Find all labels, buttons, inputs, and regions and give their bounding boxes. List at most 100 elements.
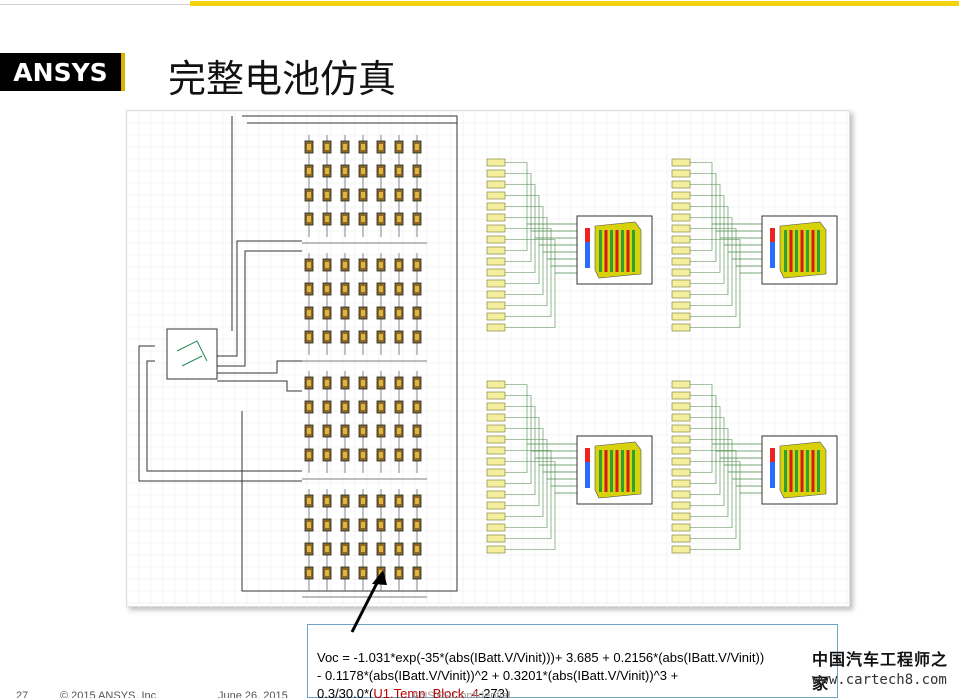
battery-cell-body xyxy=(361,216,365,222)
watermark-url: www.cartech8.com xyxy=(812,672,947,688)
battery-cell-body xyxy=(397,168,401,174)
thermal-link xyxy=(690,450,762,484)
thermal-stripe xyxy=(621,230,624,272)
battery-cell-body xyxy=(379,404,383,410)
connector-box xyxy=(486,534,506,543)
connector-box xyxy=(486,446,506,455)
battery-cell-body xyxy=(379,498,383,504)
thermal-link xyxy=(505,450,577,487)
battery-cell-body xyxy=(325,192,329,198)
battery-cell-body xyxy=(361,334,365,340)
battery-cell-body xyxy=(307,286,311,292)
connector-box xyxy=(671,268,691,277)
connector-box xyxy=(486,323,506,332)
connector-box xyxy=(486,268,506,277)
battery-cell-body xyxy=(361,380,365,386)
battery-cell-body xyxy=(415,452,419,458)
battery-cell-body xyxy=(361,546,365,552)
battery-cell-body xyxy=(343,404,347,410)
connector-box xyxy=(671,490,691,499)
connector-box xyxy=(671,523,691,532)
battery-cell-body xyxy=(379,428,383,434)
battery-cell-body xyxy=(415,404,419,410)
voc-formula-callout: Voc = -1.031*exp(-35*(abs(IBatt.V/Vinit)… xyxy=(307,624,838,698)
connector-box xyxy=(671,545,691,554)
thermal-stripe xyxy=(621,450,624,492)
connector-box xyxy=(671,534,691,543)
connector-box xyxy=(671,501,691,510)
thermal-link xyxy=(505,485,577,539)
battery-cell-body xyxy=(307,546,311,552)
battery-cell-body xyxy=(379,216,383,222)
page-number: 27 xyxy=(16,690,29,698)
connector-box xyxy=(671,158,691,167)
battery-cell-body xyxy=(325,498,329,504)
battery-cell-body xyxy=(307,192,311,198)
battery-cell-body xyxy=(379,286,383,292)
battery-cell-body xyxy=(379,334,383,340)
thermal-link xyxy=(505,450,577,484)
module-wire xyxy=(217,250,302,367)
connector-box xyxy=(486,380,506,389)
color-legend-hot xyxy=(585,448,590,462)
battery-cell-body xyxy=(307,522,311,528)
formula-line-3-prefix: 0.3/30.0*( xyxy=(317,686,374,698)
color-legend xyxy=(770,448,775,488)
battery-cell-body xyxy=(397,286,401,292)
thermal-link xyxy=(690,272,762,328)
thermal-link xyxy=(690,485,762,539)
connector-box xyxy=(671,424,691,433)
battery-cell-body xyxy=(415,522,419,528)
battery-cell-body xyxy=(307,168,311,174)
thermal-link xyxy=(505,258,577,306)
thermal-link xyxy=(690,251,762,295)
battery-cell-body xyxy=(397,144,401,150)
battery-cell-body xyxy=(343,452,347,458)
footer: 27 © 2015 ANSYS, Inc. June 26, 2015 ANSY… xyxy=(0,690,959,698)
battery-cell-body xyxy=(343,310,347,316)
thermal-link xyxy=(505,457,577,495)
thermal-link xyxy=(505,272,577,328)
thermal-stripe xyxy=(806,450,809,492)
thermal-stripe xyxy=(789,230,793,272)
module-wire xyxy=(146,360,302,472)
connector-box xyxy=(486,224,506,233)
battery-cell-body xyxy=(325,428,329,434)
battery-cell-body xyxy=(397,428,401,434)
thermal-link xyxy=(690,471,762,517)
footer-date: June 26, 2015 xyxy=(218,690,288,698)
thermal-stripe xyxy=(610,450,613,492)
thermal-link xyxy=(505,239,577,274)
battery-cell-body xyxy=(415,192,419,198)
battery-cell-body xyxy=(361,192,365,198)
thermal-stripe xyxy=(626,230,630,272)
formula-line-3-suffix: -273) xyxy=(478,686,510,698)
connector-box xyxy=(671,468,691,477)
copyright: © 2015 ANSYS, Inc. xyxy=(60,690,160,698)
thermal-stripe xyxy=(811,450,815,492)
formula-temp-block: U1.Temp_Block_4 xyxy=(373,686,479,698)
color-legend xyxy=(770,228,775,268)
connector-box xyxy=(486,257,506,266)
battery-cell-body xyxy=(379,570,383,576)
battery-cell-body xyxy=(361,428,365,434)
battery-cell-body xyxy=(397,380,401,386)
thermal-link xyxy=(505,471,577,517)
connector-box xyxy=(486,523,506,532)
connector-box xyxy=(671,169,691,178)
thermal-stripe xyxy=(615,450,619,492)
battery-cell-body xyxy=(307,452,311,458)
connector-box xyxy=(671,257,691,266)
thermal-link xyxy=(690,265,762,317)
thermal-link xyxy=(690,230,762,262)
battery-cell-body xyxy=(397,404,401,410)
battery-cell-body xyxy=(397,522,401,528)
connector-box xyxy=(671,213,691,222)
battery-cell-body xyxy=(361,286,365,292)
battery-cell-body xyxy=(397,310,401,316)
battery-cell-body xyxy=(361,498,365,504)
battery-cell-body xyxy=(415,546,419,552)
battery-cell-body xyxy=(343,522,347,528)
connector-box xyxy=(486,202,506,211)
connector-box xyxy=(671,479,691,488)
